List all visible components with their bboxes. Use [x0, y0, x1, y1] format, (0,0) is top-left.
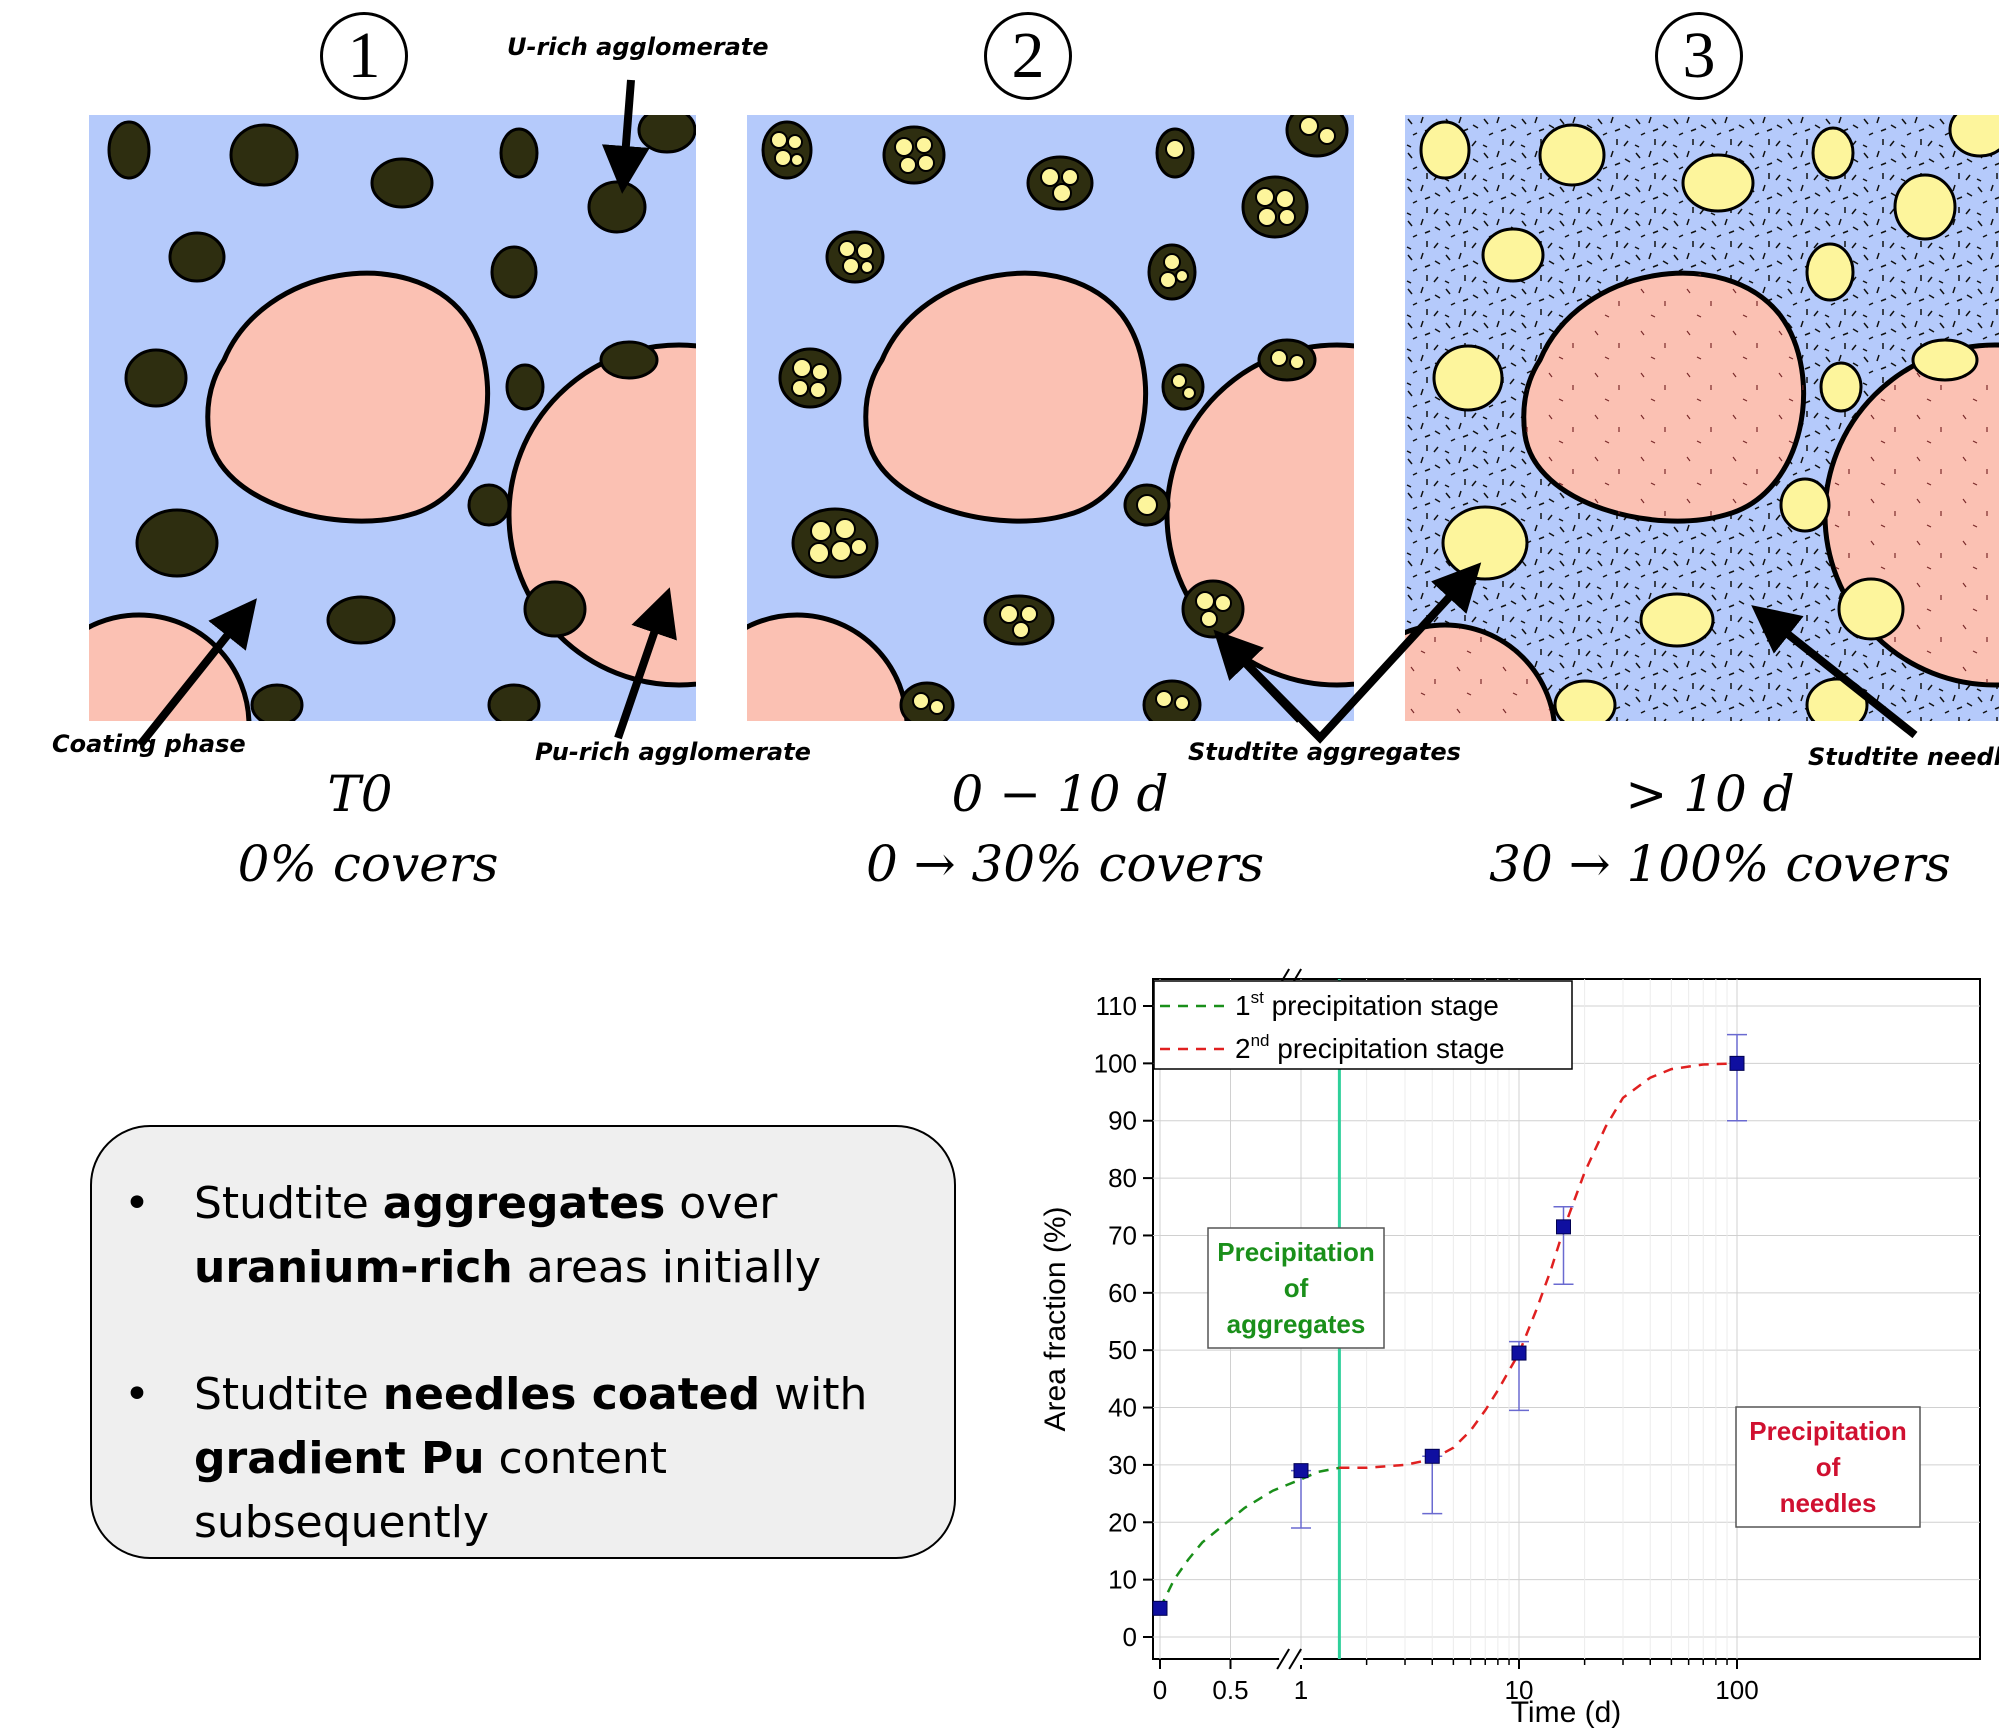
axis-break-mark	[1288, 1648, 1302, 1670]
annotation-box	[1207, 1227, 1385, 1349]
bullet-part-bold: gradient Pu	[194, 1433, 485, 1484]
stage-3-coverage: 30 → 100% covers	[1489, 835, 1951, 893]
bullet-text: Studtite needles coated with gradient Pu…	[194, 1363, 954, 1555]
x-tick-label: 0.5	[1212, 1675, 1248, 1705]
annotation-box	[1735, 1406, 1921, 1528]
x-tick-label: 1	[1294, 1675, 1308, 1705]
pu-rich-agglomerate	[863, 270, 1149, 524]
stage-3-time: > 10 d	[1625, 765, 1795, 823]
y-tick-label: 70	[1108, 1220, 1137, 1250]
summary-box: • Studtite aggregates over uranium-rich …	[90, 1125, 956, 1559]
u-rich-arrow	[601, 79, 650, 194]
data-point	[1511, 1345, 1527, 1361]
stage-2-illustration	[747, 115, 1354, 721]
stage-2-coverage: 0 → 30% covers	[865, 835, 1265, 893]
y-tick-label: 10	[1108, 1565, 1137, 1595]
data-points	[1152, 1033, 1747, 1616]
stage-1-time: T0	[327, 765, 393, 823]
studtite-needles-label: Studtite needles	[1808, 743, 1999, 771]
x-tick-label: 0	[1153, 1675, 1167, 1705]
stage-1-number: 1	[320, 12, 408, 100]
y-tick-label: 100	[1094, 1048, 1137, 1078]
fit-curve-1	[1158, 1466, 1340, 1609]
x-axis-label: Time (d)	[1511, 1696, 1622, 1729]
bullet-dot: •	[124, 1178, 150, 1229]
bullet-part-bold: aggregates	[382, 1178, 666, 1229]
y-tick-label: 20	[1108, 1507, 1137, 1537]
axis-break-mark	[1276, 1648, 1290, 1670]
aggregates-arrows	[1227, 562, 1482, 744]
bullet-part: areas initially	[512, 1242, 822, 1293]
u-rich-label: U-rich agglomerate	[507, 33, 769, 61]
bullet-part: over	[665, 1178, 778, 1229]
legend: 1st precipitation stage 2nd precipitatio…	[1153, 980, 1573, 1070]
data-point	[1729, 1055, 1745, 1071]
annotation-line: aggregates	[1227, 1309, 1366, 1339]
pu-rich-agglomerate	[747, 612, 910, 721]
chart-annotations: PrecipitationofaggregatesPrecipitationof…	[1207, 1227, 1921, 1528]
bullet-part-bold: needles coated	[382, 1369, 761, 1420]
pu-rich-agglomerate	[205, 270, 491, 524]
data-point	[1555, 1219, 1571, 1235]
callout-arrows	[136, 79, 1918, 748]
y-axis-label: Area fraction (%)	[1039, 1206, 1072, 1431]
bullet-part: Studtite	[194, 1178, 383, 1229]
data-point	[1424, 1448, 1440, 1464]
needles-arrow	[1751, 605, 1918, 739]
studtite-aggregates-label: Studtite aggregates	[1188, 738, 1461, 766]
stage-2-number: 2	[984, 12, 1072, 100]
stage-2-panel	[747, 115, 1354, 721]
stage-3-panel	[1405, 115, 1999, 721]
stage-3-illustration	[1405, 115, 1999, 721]
bullet-dot: •	[124, 1369, 150, 1420]
pu-rich-label: Pu-rich agglomerate	[535, 738, 811, 766]
aggregates-arrow-left	[1213, 629, 1303, 723]
y-tick-label: 80	[1108, 1163, 1137, 1193]
data-point	[1152, 1600, 1168, 1616]
y-tick-label: 60	[1108, 1278, 1137, 1308]
y-tick-label: 110	[1096, 991, 1137, 1021]
y-tick-label: 30	[1108, 1450, 1137, 1480]
annotation-line: of	[1816, 1452, 1841, 1482]
x-tick-label: 10	[1505, 1675, 1534, 1705]
x-tick-label: 100	[1715, 1675, 1758, 1705]
stage-1-coverage: 0% covers	[237, 835, 499, 893]
data-point	[1293, 1463, 1309, 1479]
bullet-part: with	[760, 1369, 868, 1420]
coating-arrow	[136, 598, 257, 748]
coating-phase-label: Coating phase	[52, 730, 246, 758]
bullet-part: Studtite	[194, 1369, 383, 1420]
annotation-line: of	[1284, 1273, 1309, 1303]
bullet-part-bold: uranium-rich	[194, 1242, 513, 1293]
bullet-text: Studtite aggregates over uranium-rich ar…	[194, 1172, 954, 1300]
stage-3-number: 3	[1655, 12, 1743, 100]
annotation-line: needles	[1780, 1488, 1877, 1518]
pu-rich-arrow	[614, 587, 677, 740]
stage-2-time: 0 − 10 d	[951, 765, 1169, 823]
legend-label-stage1: 1st precipitation stage	[1235, 988, 1499, 1021]
legend-label-stage2: 2nd precipitation stage	[1235, 1031, 1505, 1064]
y-tick-label: 50	[1108, 1335, 1137, 1365]
y-tick-label: 0	[1123, 1622, 1137, 1652]
bullet-part: content subsequently	[194, 1433, 668, 1548]
annotation-line: Precipitation	[1749, 1416, 1906, 1446]
annotation-line: Precipitation	[1217, 1237, 1374, 1267]
y-tick-label: 90	[1108, 1106, 1137, 1136]
y-tick-label: 40	[1108, 1393, 1137, 1423]
